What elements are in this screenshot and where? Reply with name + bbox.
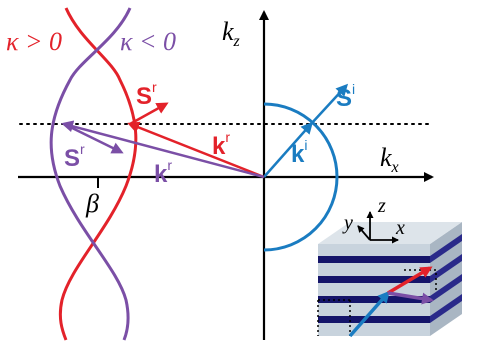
s-reflected-purple-arrow (63, 122, 124, 154)
kx-label: kx (380, 143, 399, 176)
red-dispersion-curve (58, 7, 138, 341)
inset-x-label: x (395, 217, 405, 239)
k-reflected-purple-label: kr (154, 157, 172, 188)
beta-label: β (85, 189, 99, 218)
k-reflected-purple-arrow (61, 120, 265, 179)
blue-semicircle (263, 102, 339, 252)
k-reflected-red-arrow (127, 121, 265, 179)
s-reflected-purple-label: Sr (64, 141, 85, 172)
s-incident-label: Si (336, 81, 355, 112)
s-reflected-red-arrow (129, 102, 169, 126)
purple-dispersion-curve (49, 7, 132, 341)
k-incident-label: ki (291, 137, 307, 168)
inset-z-label: z (377, 195, 386, 217)
kz-label: kz (222, 17, 241, 50)
k-reflected-red-label: kr (212, 129, 230, 160)
s-incident-arrow (310, 83, 349, 125)
kappa-negative-label: κ < 0 (120, 27, 176, 56)
layered-slab-inset (317, 211, 462, 338)
k-incident-arrow (263, 121, 313, 178)
inset-y-label: y (342, 212, 353, 234)
s-reflected-red-label: Sr (136, 79, 157, 110)
kappa-positive-label: κ > 0 (6, 27, 62, 56)
